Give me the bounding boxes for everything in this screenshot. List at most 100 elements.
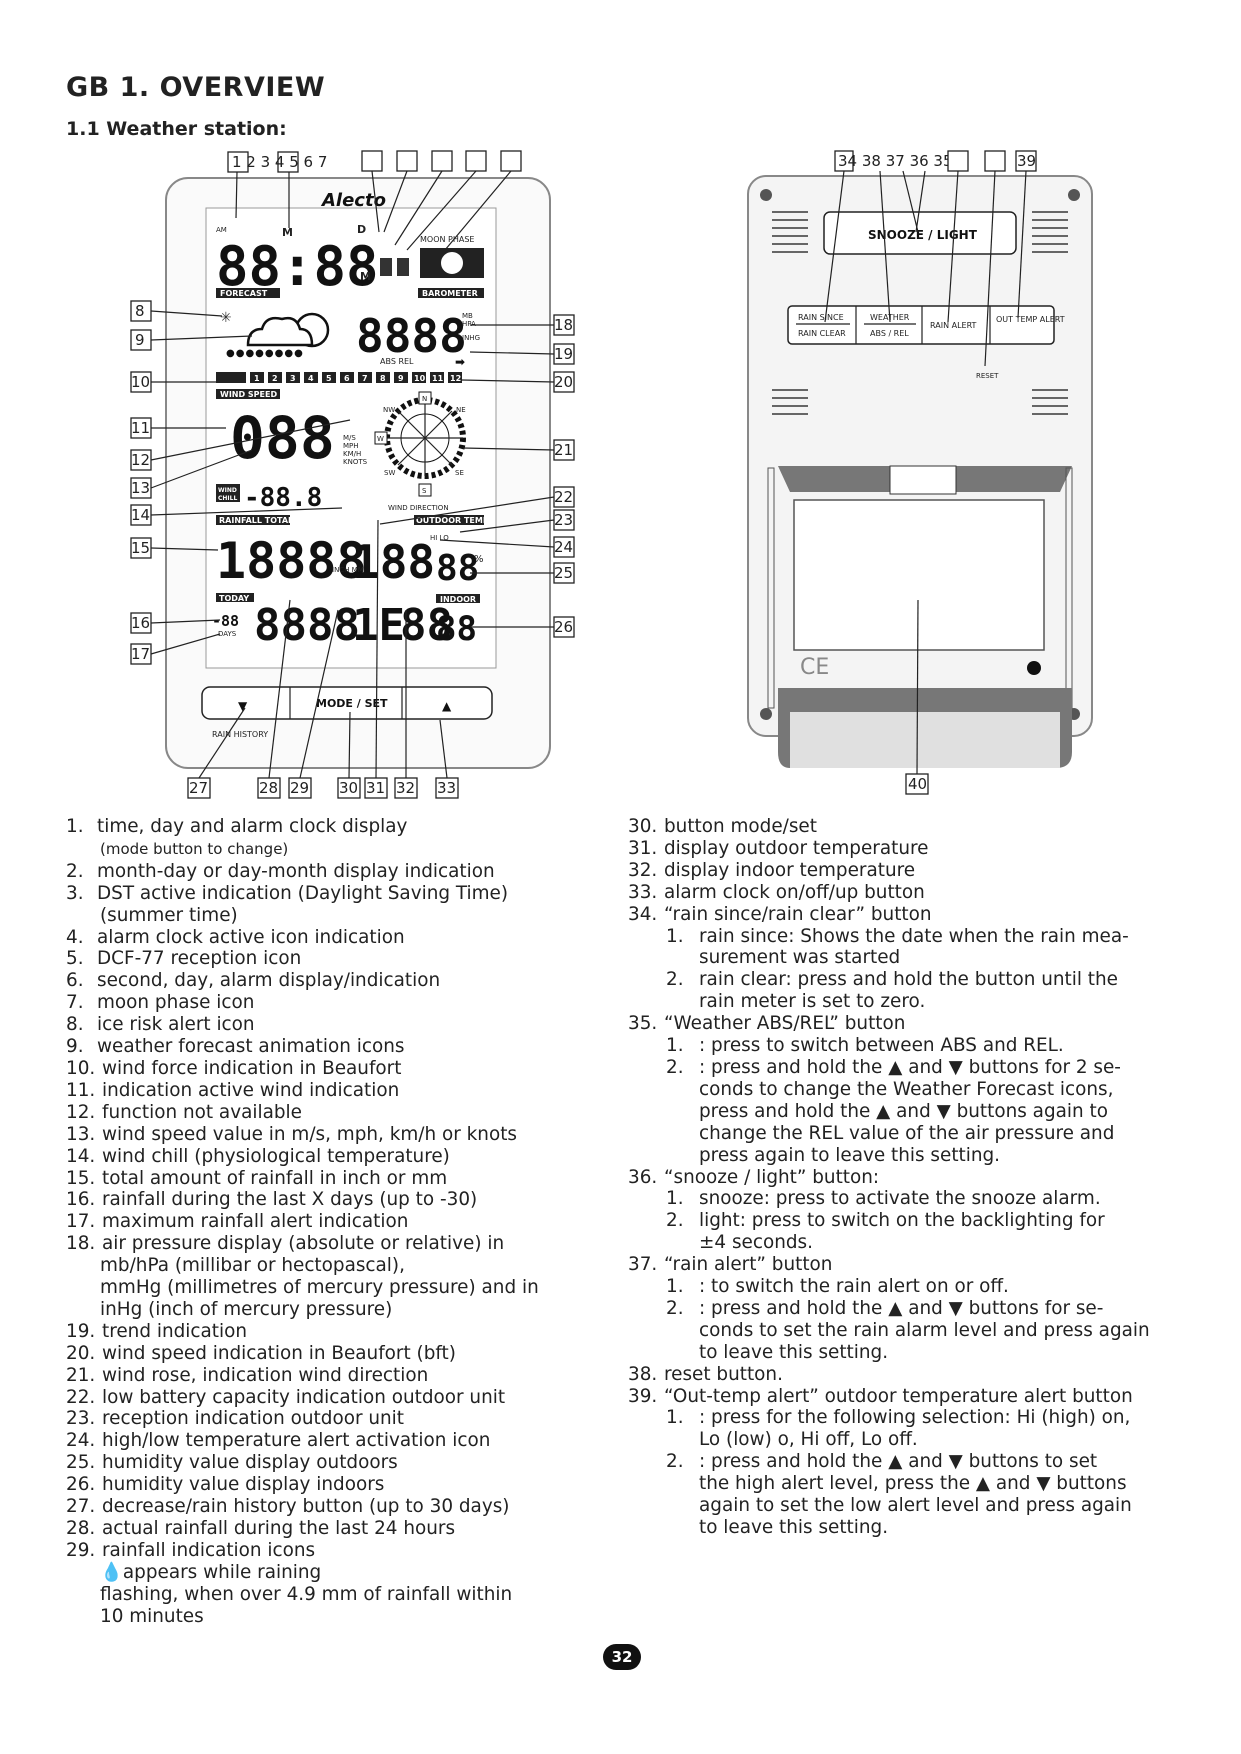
list-item: 2.: press and hold the ▲ and ▼ buttons f… — [628, 1057, 1198, 1079]
item-text: low battery capacity indication outdoor … — [102, 1386, 506, 1408]
list-item: 7.moon phase icon — [66, 992, 606, 1014]
item-text: humidity value display indoors — [102, 1474, 385, 1496]
svg-text:✳: ✳ — [220, 310, 232, 326]
item-text: display outdoor temperature — [664, 837, 929, 859]
item-text: trend indication — [102, 1320, 248, 1342]
svg-text:MPH: MPH — [343, 442, 359, 450]
back-housing — [747, 175, 1093, 737]
item-number: 20. — [66, 1342, 96, 1364]
svg-text:OUT TEMP ALERT: OUT TEMP ALERT — [996, 315, 1065, 324]
item-number: 21. — [66, 1364, 96, 1386]
svg-text:NW: NW — [383, 406, 395, 414]
svg-text:23: 23 — [554, 511, 573, 529]
item-number: 11. — [66, 1079, 96, 1101]
svg-text:19: 19 — [554, 345, 573, 363]
item-number: 2. — [666, 969, 684, 991]
item-number: 33. — [628, 881, 658, 903]
svg-text:INHG: INHG — [462, 334, 480, 342]
page-number: 32 — [603, 1644, 641, 1670]
item-text: maximum rainfall alert indication — [102, 1211, 409, 1233]
item-text: 10 minutes — [100, 1605, 204, 1627]
item-number: 9. — [66, 1036, 84, 1058]
item-text: the high alert level, press the ▲ and ▼ … — [699, 1473, 1127, 1495]
item-number: 2. — [666, 1210, 684, 1232]
svg-text:S: S — [422, 487, 427, 495]
lcd-rain-total: 18888 — [216, 532, 367, 590]
list-item: 25.humidity value display outdoors — [66, 1452, 606, 1474]
item-text: inHg (inch of mercury pressure) — [100, 1298, 393, 1320]
item-text: “rain alert” button — [664, 1254, 833, 1276]
svg-text:KNOTS: KNOTS — [343, 458, 368, 466]
section-heading: GB 1. OVERVIEW — [66, 72, 326, 103]
item-number: 25. — [66, 1452, 96, 1474]
svg-text:39: 39 — [1017, 152, 1036, 170]
svg-text:HI LO: HI LO — [430, 534, 449, 542]
list-item: 2.: press and hold the ▲ and ▼ buttons f… — [628, 1298, 1198, 1320]
subsection-heading: 1.1 Weather station: — [66, 118, 287, 140]
svg-text:24: 24 — [554, 538, 573, 556]
item-text: change the REL value of the air pressure… — [699, 1122, 1115, 1144]
list-item: 5.DCF-77 reception icon — [66, 948, 606, 970]
list-item: 29.rainfall indication icons — [66, 1540, 606, 1562]
lcd-pressure: 8888 — [356, 309, 467, 363]
forecast-sun-cloud-icon: ✳ — [220, 310, 330, 348]
list-item: 12.function not available — [66, 1102, 606, 1124]
svg-text:27: 27 — [189, 779, 208, 797]
brand-logo: Alecto — [320, 190, 386, 211]
item-text: ±4 seconds. — [699, 1232, 813, 1254]
item-number: 2. — [66, 860, 84, 882]
item-number: 34. — [628, 903, 658, 925]
item-number: 7. — [66, 992, 84, 1014]
list-item: 38.reset button. — [628, 1364, 1198, 1386]
battery-cover — [793, 499, 1045, 651]
list-item: 36.“snooze / light” button: — [628, 1167, 1198, 1189]
item-number: 22. — [66, 1386, 96, 1408]
callouts-top-1-7: 1 2 3 4 5 6 7 — [232, 153, 327, 171]
lcd-indoor-temp: 88 — [400, 600, 453, 651]
item-text: time, day and alarm clock display — [97, 816, 408, 837]
barometer-label: BAROMETER — [422, 289, 478, 298]
list-item: 22. low battery capacity indication outdo… — [66, 1387, 606, 1409]
svg-text:INCH MM: INCH MM — [332, 566, 364, 574]
svg-text:INDOOR: INDOOR — [440, 595, 476, 604]
list-item: to leave this setting. — [628, 1517, 1198, 1539]
rainfall-total-label: RAINFALL TOTAL — [219, 516, 293, 525]
svg-text:SW: SW — [384, 469, 395, 477]
list-item: 26.humidity value display indoors — [66, 1474, 606, 1496]
callouts-right: 18 19 20 21 22 23 24 25 26 — [379, 314, 575, 638]
svg-text:17: 17 — [131, 645, 150, 663]
lcd-indoor-humidity: 88 — [436, 609, 477, 649]
list-item: 30. button mode/set — [628, 816, 1198, 838]
item-text: second, day, alarm display/indication — [97, 970, 441, 992]
item-text: mb/hPa (millibar or hectopascal), — [100, 1255, 405, 1277]
item-text: decrease/rain history button (up to 30 d… — [102, 1496, 510, 1518]
item-text: light: press to switch on the backlighti… — [699, 1210, 1105, 1232]
list-item: to leave this setting. — [628, 1342, 1198, 1364]
lcd-rain-today: 8888 — [254, 600, 360, 651]
item-text: month-day or day-month display indicatio… — [97, 860, 495, 882]
lcd-outdoor-humidity: 88 — [436, 548, 479, 589]
list-item: 37.“rain alert” button — [628, 1254, 1198, 1276]
list-item: Lo (low) o, Hi off, Lo off. — [628, 1429, 1198, 1451]
item-text: button mode/set — [664, 816, 817, 837]
item-number: 12. — [66, 1101, 96, 1123]
svg-text:ABS / REL: ABS / REL — [870, 329, 909, 338]
item-number: 1. — [66, 816, 84, 837]
svg-text:6: 6 — [344, 374, 350, 383]
item-number: 2. — [666, 1056, 684, 1078]
item-number: 8. — [66, 1014, 84, 1036]
list-item: 32.display indoor temperature — [628, 860, 1198, 882]
item-number: 1. — [666, 925, 684, 947]
lcd-wind-chill: -88.8 — [244, 483, 322, 513]
list-item: 1.: press to switch between ABS and REL. — [628, 1035, 1198, 1057]
list-item: 10.wind force indication in Beaufort — [66, 1058, 606, 1080]
item-text: Lo (low) o, Hi off, Lo off. — [699, 1429, 918, 1451]
list-item: 4.alarm clock active icon indication — [66, 927, 606, 949]
svg-text:ABS REL: ABS REL — [380, 357, 414, 366]
item-text: : press and hold the ▲ and ▼ buttons to … — [699, 1451, 1098, 1473]
svg-text:MB: MB — [462, 312, 473, 320]
item-number: 30. — [628, 816, 658, 837]
item-text: reset button. — [664, 1363, 783, 1385]
list-item: 33.alarm clock on/off/up button — [628, 882, 1198, 904]
svg-text:12: 12 — [131, 451, 150, 469]
